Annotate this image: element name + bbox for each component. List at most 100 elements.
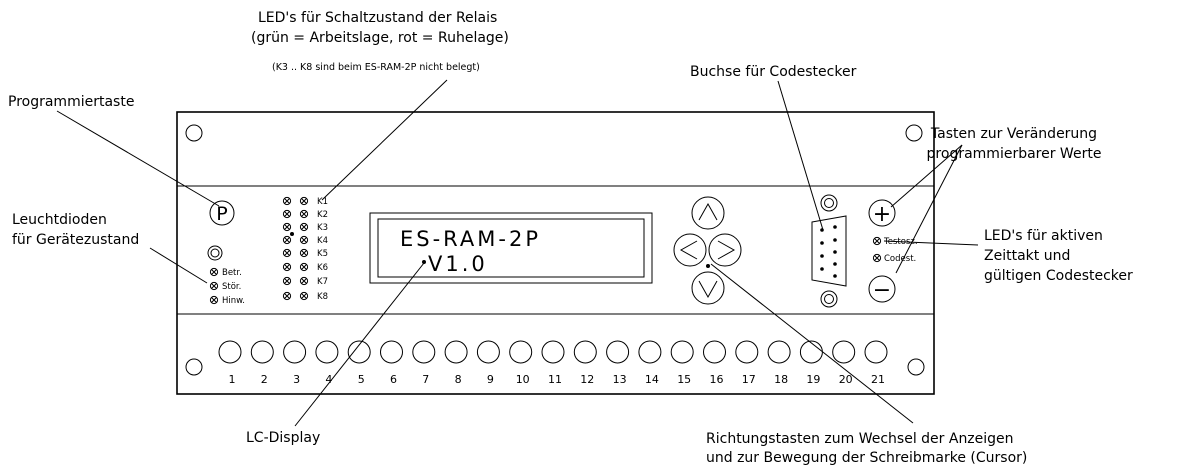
relay-led-icon (299, 196, 309, 206)
programmiertaste-button[interactable]: P (209, 200, 235, 226)
programmiertaste-label: P (216, 203, 227, 225)
arrow-left-button[interactable] (673, 233, 707, 267)
relay-led-row-k6: K6 (282, 262, 328, 273)
terminal-number: 3 (293, 373, 300, 386)
terminal-18: 18 (767, 340, 791, 386)
annotation-leds-relais-line1: LED's für Schaltzustand der Relais (258, 10, 497, 26)
terminal-1: 1 (218, 340, 242, 386)
annotation-lc-display: LC-Display (246, 430, 320, 446)
chevron-left-icon (679, 240, 698, 260)
status-led-betrieb: Betr. (209, 267, 242, 278)
relay-label: K7 (317, 277, 328, 287)
annotation-led-aktiv-line3: gültigen Codestecker (984, 268, 1133, 284)
terminal-15: 15 (670, 340, 694, 386)
terminal-5: 5 (347, 340, 371, 386)
relay-label: K6 (317, 263, 328, 273)
terminal-20: 20 (832, 340, 856, 386)
annotation-richtung-line1: Richtungstasten zum Wechsel der Anzeigen (706, 431, 1014, 447)
plus-icon: + (873, 202, 891, 227)
status-led-hinweis: Hinw. (209, 295, 245, 306)
terminal-number: 2 (261, 373, 268, 386)
relay-led-row-k2: K2 (282, 209, 328, 220)
led-codestecker: Codest. (872, 253, 916, 264)
relay-led-row-k3: K3 (282, 222, 328, 233)
codestecker-buchse[interactable] (811, 194, 847, 308)
relay-led-icon (299, 248, 309, 258)
connector-screw-top (820, 194, 838, 212)
terminal-10: 10 (509, 340, 533, 386)
terminal-number: 1 (229, 373, 236, 386)
mounting-hole-bottom-right (907, 358, 925, 376)
terminal-screw (218, 340, 242, 364)
relay-led-icon (299, 222, 309, 232)
relay-led-icon (299, 291, 309, 301)
terminal-screw (444, 340, 468, 364)
chevron-down-icon (698, 280, 718, 299)
leader-lines (56, 79, 979, 427)
relay-led-icon (282, 291, 292, 301)
plus-button[interactable]: + (868, 199, 896, 227)
terminal-number: 13 (613, 373, 627, 386)
arrow-down-button[interactable] (691, 271, 725, 305)
terminal-16: 16 (703, 340, 726, 386)
annotation-leucht-line2: für Gerätezustand (12, 232, 139, 248)
mounting-hole-top-left (185, 124, 203, 142)
terminal-number: 19 (806, 373, 820, 386)
annotation-led-aktiv-line1: LED's für aktiven (984, 228, 1103, 244)
terminal-screw (315, 340, 339, 364)
terminal-number: 8 (455, 373, 462, 386)
relay-led-icon (299, 276, 309, 286)
connector-pins (820, 225, 837, 278)
relay-led-icon (299, 235, 309, 245)
relay-led-icon (299, 209, 309, 219)
arrow-keys (673, 196, 742, 305)
terminal-number: 4 (325, 373, 332, 386)
terminal-screw (606, 340, 630, 364)
annotation-leucht-line1: Leuchtdioden (12, 212, 107, 228)
terminal-number: 9 (487, 373, 494, 386)
status-led-label: Betr. (222, 268, 242, 278)
terminal-21: 21 (864, 340, 888, 386)
chevron-right-icon (717, 240, 736, 260)
terminal-7: 7 (412, 340, 436, 386)
terminal-screw (735, 340, 759, 364)
terminal-6: 6 (380, 340, 403, 386)
terminal-screw (380, 340, 403, 364)
relay-label: K2 (317, 210, 328, 220)
terminal-screw (283, 340, 307, 364)
relay-label: K3 (317, 223, 328, 233)
status-led-label: Stör. (222, 282, 241, 292)
device-housing (176, 111, 935, 395)
relay-label: K5 (317, 249, 328, 259)
terminal-number: 17 (742, 373, 756, 386)
terminal-8: 8 (444, 340, 468, 386)
arrow-up-button[interactable] (691, 196, 725, 230)
terminal-number: 14 (645, 373, 659, 386)
arrow-right-button[interactable] (708, 233, 742, 267)
annotation-tasten-line2: programmierbarer Werte (927, 146, 1102, 162)
relay-led-icon (282, 248, 292, 258)
lcd-line-1: ES-RAM-2P (400, 227, 541, 251)
terminal-screw (476, 340, 500, 364)
relay-led-row-k5: K5 (282, 248, 328, 259)
terminal-number: 10 (516, 373, 530, 386)
terminal-11: 11 (541, 340, 565, 386)
relay-label: K4 (317, 236, 328, 246)
terminal-screw (412, 340, 436, 364)
terminal-19: 19 (799, 340, 823, 386)
annotation-leds-relais-note: (K3 .. K8 sind beim ES-RAM-2P nicht bele… (272, 62, 480, 73)
relay-led-icon (282, 262, 292, 272)
annotation-leds-relais-line2: (grün = Arbeitslage, rot = Ruhelage) (251, 30, 509, 46)
annotation-buchse: Buchse für Codestecker (690, 64, 857, 80)
terminal-screw (767, 340, 791, 364)
led-label-codest: Codest. (884, 254, 916, 264)
terminal-12: 12 (573, 340, 597, 386)
terminal-screw (509, 340, 533, 364)
status-led-stoerung: Stör. (209, 281, 241, 292)
lcd-line-2: V1.0 (428, 252, 488, 276)
minus-button[interactable]: − (868, 275, 896, 303)
terminal-2: 2 (250, 340, 274, 386)
connector-screw-bottom (820, 290, 838, 308)
